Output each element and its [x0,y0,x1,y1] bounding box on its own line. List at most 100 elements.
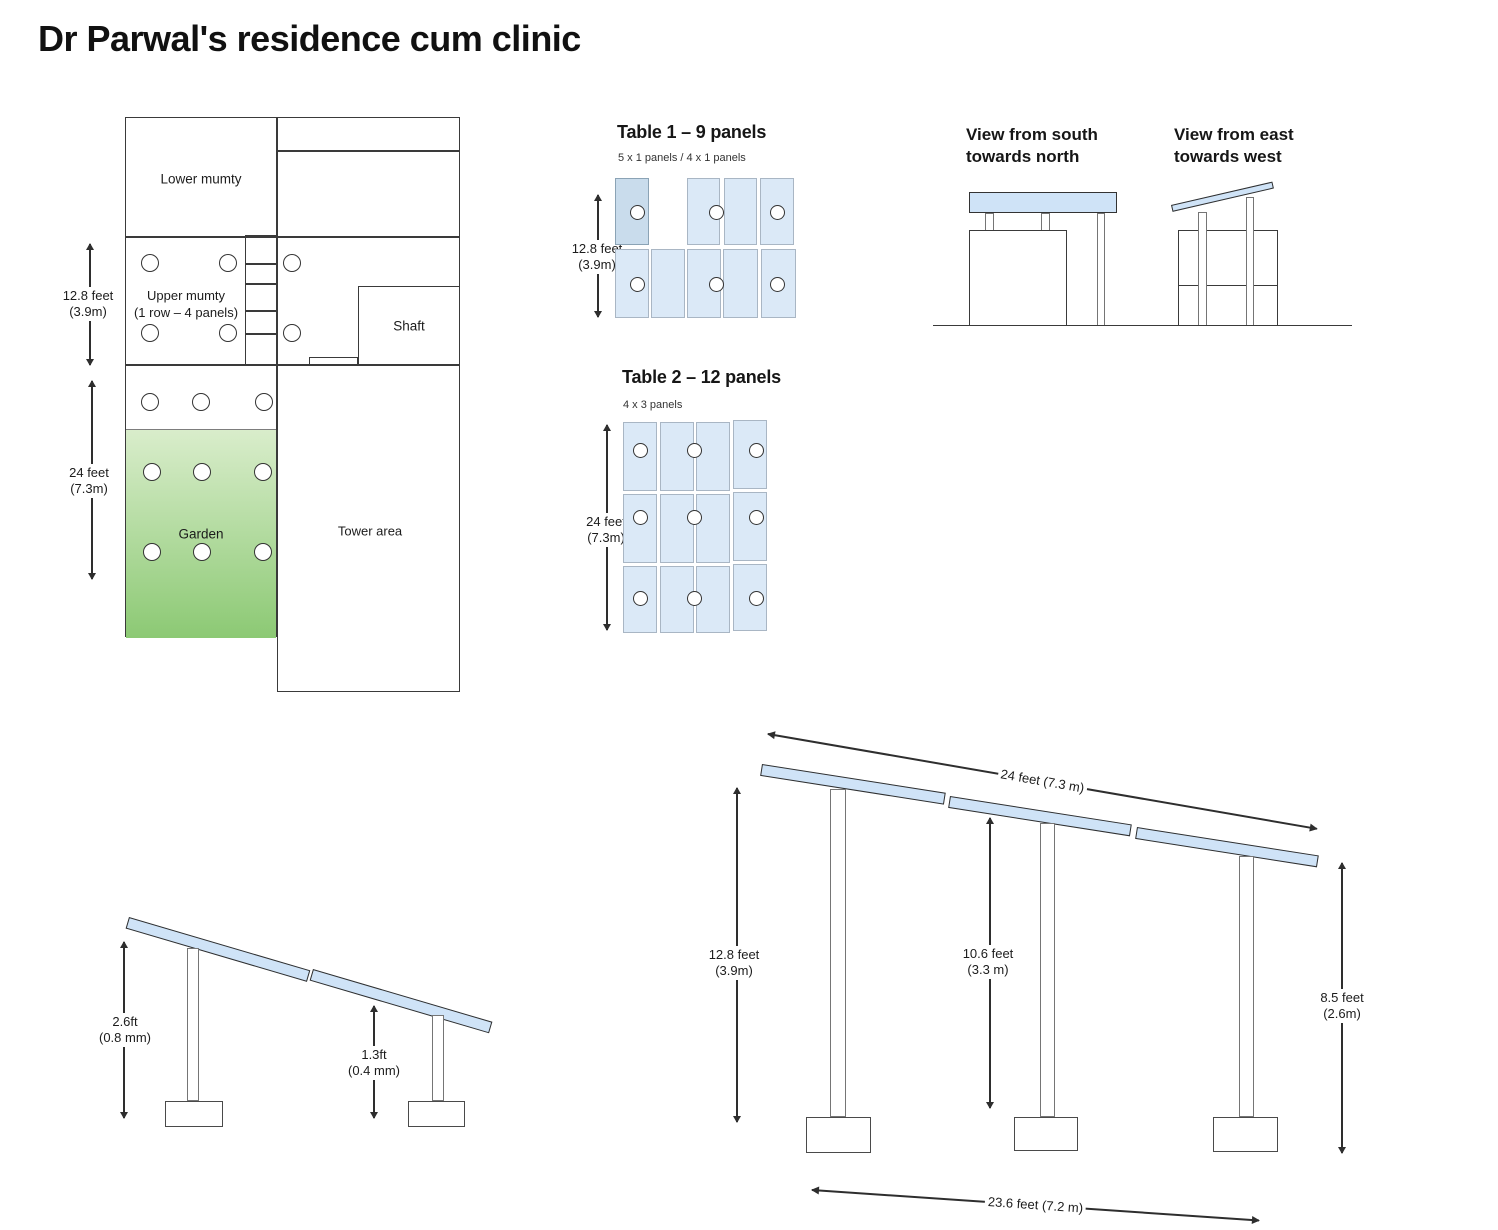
slope-dimension-label: 24 feet (7.3 m) [996,764,1089,798]
footing-circle [686,442,702,458]
upper-mumty-line2: (1 row – 4 panels) [133,305,239,320]
solar-panel [623,566,657,633]
footing-circle [254,463,272,481]
dim-text: (7.3m) [70,481,108,496]
right-height-label: 8.5 feet (2.6m) [1317,989,1367,1023]
ground-line [933,325,1352,327]
bottom-span-label: 23.6 feet (7.2 m) [984,1192,1087,1218]
room-label-upper-mumty: Upper mumty (1 row – 4 panels) [134,287,238,321]
table2-title: Table 2 – 12 panels [622,367,781,387]
dim-text: (3.9m) [715,963,753,978]
view-east-line1: View from east [1174,125,1294,144]
dimension-label-height: 12.8 feet (3.9m) [59,287,117,321]
solar-panel [660,422,694,491]
east-view-tall-post [1246,197,1254,326]
dim-text: 12.8 feet [571,241,623,256]
south-view-building [969,230,1067,326]
east-view-building [1178,230,1278,326]
table2-subtitle: 4 x 3 panels [623,399,683,411]
dim-text: 12.8 feet [708,947,760,962]
footing [1014,1117,1078,1151]
footing-circle [219,254,237,272]
footing-circle [629,204,645,220]
wall-right-column [277,117,460,692]
footing-circle [629,276,645,292]
dim-text: 12.8 feet [62,288,114,303]
table1-subtitle: 5 x 1 panels / 4 x 1 panels [618,152,746,164]
left-height-label: 12.8 feet (3.9m) [705,946,763,980]
footing-circle [143,543,161,561]
solar-panel [623,494,657,563]
footing-circle [686,509,702,525]
tilted-panel [1135,827,1319,868]
dim-text: 2.6ft [112,1014,138,1029]
east-view-post [1198,212,1207,326]
dim-text: (3.3 m) [967,962,1009,977]
footing-circle [283,324,301,342]
footing-circle [141,393,159,411]
shaft-room [358,286,460,365]
room-label-tower-area: Tower area [337,523,403,539]
footing-circle [748,442,764,458]
view-south-title: View from south towards north [966,124,1098,168]
solar-panel [723,249,758,318]
dim-text: 8.5 feet [1320,990,1364,1005]
footing-circle [255,393,273,411]
shaft-step [309,357,358,365]
solar-panel [696,422,730,491]
dim-text: (0.8 mm) [99,1030,151,1045]
south-view-panel [969,192,1117,213]
view-south-line1: View from south [966,125,1098,144]
footing-circle [708,276,724,292]
front-height-label: 2.6ft (0.8 mm) [96,1013,154,1047]
footing-circle [748,590,764,606]
footing-circle [283,254,301,272]
table1-title: Table 1 – 9 panels [617,122,767,142]
footing-circle [748,509,764,525]
bottom-span-arrow: 23.6 feet (7.2 m) [811,1189,1260,1221]
upper-mumty-line1: Upper mumty [146,288,226,303]
footing-circle [254,543,272,561]
view-east-line2: towards west [1174,147,1282,166]
solar-panel [696,494,730,563]
dimension-label-garden: 24 feet (7.3m) [66,464,112,498]
footing [1213,1117,1278,1152]
page-title: Dr Parwal's residence cum clinic [38,18,581,59]
post [1040,823,1055,1117]
south-view-post [985,213,994,231]
tilted-panel [309,969,493,1034]
footing-circle [193,543,211,561]
east-view-floor-line [1178,285,1278,287]
mid-height-label: 10.6 feet (3.3 m) [959,945,1017,979]
dim-text: (2.6m) [1323,1006,1361,1021]
stair-ladder [245,235,277,365]
footing-circle [708,204,724,220]
room-label-lower-mumty: Lower mumty [160,171,242,187]
tilted-panel [760,764,946,805]
footing-circle [141,324,159,342]
footing-circle [632,442,648,458]
front-footing [165,1101,223,1127]
footing-circle [686,590,702,606]
room-label-garden: Garden [178,526,224,542]
dim-text: (7.3m) [587,530,625,545]
stair-rung [245,310,277,312]
dim-text: 24 feet [69,465,109,480]
south-view-post [1041,213,1050,231]
footing-circle [143,463,161,481]
footing-circle [219,324,237,342]
dim-text: 24 feet [586,514,626,529]
room-label-shaft: Shaft [393,318,425,334]
footing-circle [632,590,648,606]
table2-dimension-label: 24 feet (7.3m) [583,513,629,547]
tilted-panel [125,917,311,982]
wall-mid-divider [125,364,460,366]
solar-panel [733,492,767,561]
solar-panel [724,178,757,245]
south-view-tall-post [1097,213,1105,326]
wall-top-right-divider [277,150,460,152]
view-south-line2: towards north [966,147,1080,166]
solar-panel [651,249,685,318]
footing-circle [141,254,159,272]
